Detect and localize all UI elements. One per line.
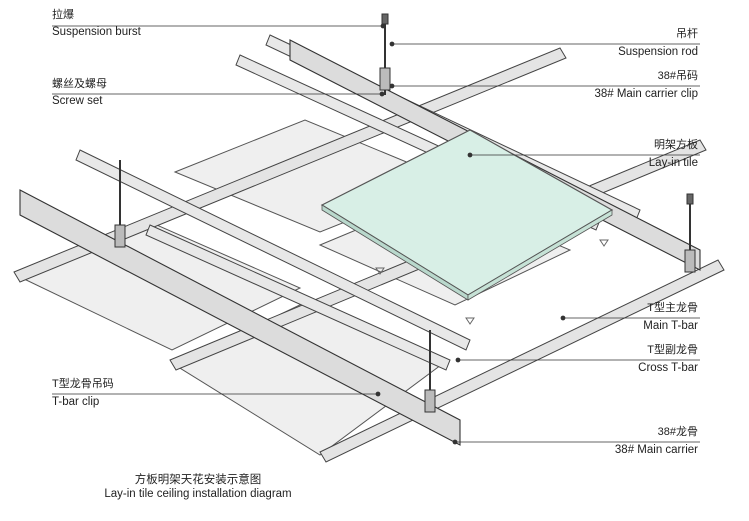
down-arrow-2 — [465, 317, 475, 325]
label-suspension-rod-zh: 吊杆 — [676, 28, 698, 40]
label-suspension-burst-en: Suspension burst — [52, 26, 141, 38]
suspension-burst-1 — [381, 13, 389, 25]
down-arrow-3 — [599, 239, 609, 247]
carrier-clips — [114, 67, 696, 413]
leader-lines — [52, 23, 700, 445]
label-main-tbar-zh: T型主龙骨 — [647, 302, 698, 314]
label-lay-in-tile-zh: 明架方板 — [654, 139, 698, 151]
down-arrow-1 — [375, 267, 385, 275]
label-suspension-rod-en: Suspension rod — [618, 46, 698, 58]
down-arrows — [375, 239, 609, 325]
label-main-carrier-zh: 38#龙骨 — [657, 426, 698, 438]
suspension-bursts — [381, 13, 694, 205]
carrier-clip-3 — [684, 249, 696, 273]
caption-zh: 方板明架天花安装示意图 — [134, 474, 262, 486]
main-carrier-1 — [19, 189, 461, 446]
cross-tbar-2 — [145, 224, 451, 371]
suspension-burst-2 — [686, 193, 694, 205]
label-main-carrier-clip-en: 38# Main carrier clip — [594, 88, 698, 100]
label-screw-set-zh: 螺丝及螺母 — [52, 78, 107, 90]
label-screw-set-en: Screw set — [52, 95, 103, 107]
carrier-clip-1 — [379, 67, 391, 91]
label-main-tbar-en: Main T-bar — [643, 320, 698, 332]
label-lay-in-tile-en: Lay-in tile — [648, 157, 698, 169]
label-tbar-clip-en: T-bar clip — [52, 396, 100, 408]
label-tbar-clip-zh: T型龙骨吊码 — [52, 378, 114, 390]
label-main-carrier-en: 38# Main carrier — [614, 444, 698, 456]
carrier-clip-2 — [114, 224, 126, 248]
carrier-clip-4 — [424, 389, 436, 413]
label-cross-tbar-en: Cross T-bar — [638, 362, 698, 374]
caption-en: Lay-in tile ceiling installation diagram — [104, 488, 292, 500]
label-suspension-burst-zh: 拉爆 — [52, 9, 74, 21]
label-cross-tbar-zh: T型副龙骨 — [647, 344, 698, 356]
lay-in-tile-edge-right — [467, 209, 613, 301]
label-main-carrier-clip-zh: 38#吊码 — [657, 70, 698, 82]
cross-tbar-1 — [75, 149, 471, 351]
